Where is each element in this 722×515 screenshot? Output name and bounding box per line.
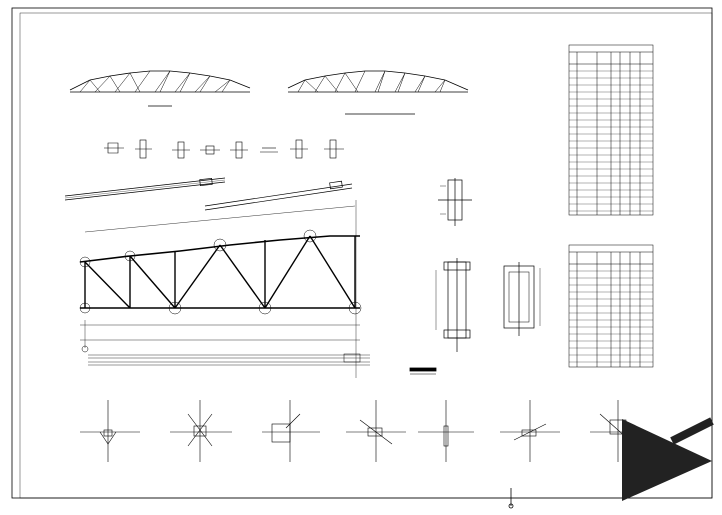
section-details-row [104, 139, 344, 159]
joint-detail-2 [170, 400, 232, 462]
sloped-chord-members [64, 177, 353, 211]
web-members [84, 235, 356, 309]
joint-detail-4 [346, 400, 406, 462]
material-table-1-rows [569, 70, 653, 212]
joint-detail-3 [262, 400, 320, 462]
section-detail-7 [290, 139, 308, 159]
joint-detail-1 [80, 400, 140, 462]
inner-frame [19, 12, 713, 499]
outer-frame [11, 7, 713, 499]
section-detail-6 [260, 147, 278, 153]
gusset-plates [79, 229, 362, 315]
frame-centre-circle [508, 503, 514, 509]
detail-title-bar [409, 367, 437, 375]
material-table-2 [568, 244, 654, 368]
axis-bubble [81, 345, 89, 353]
support-section-detail [438, 178, 472, 226]
joint-details-row [80, 400, 640, 462]
material-table-1 [568, 44, 654, 216]
section-detail-4 [200, 145, 220, 155]
section-detail-2 [135, 139, 152, 159]
joint-detail-6 [500, 400, 560, 462]
section-detail-5 [230, 141, 248, 159]
joint-detail-5 [418, 400, 474, 462]
section-detail-1 [104, 142, 124, 154]
top-dimension-line [84, 205, 356, 233]
watermark-logo-icon [622, 417, 714, 501]
section-detail-8 [324, 139, 344, 159]
column-elevation-detail [435, 258, 541, 352]
truss-overview-1 [69, 70, 251, 107]
section-detail-3 [172, 141, 190, 159]
main-truss-elevation [79, 200, 370, 378]
material-table-2-rows [569, 270, 653, 363]
truss-overview-2 [287, 70, 469, 115]
